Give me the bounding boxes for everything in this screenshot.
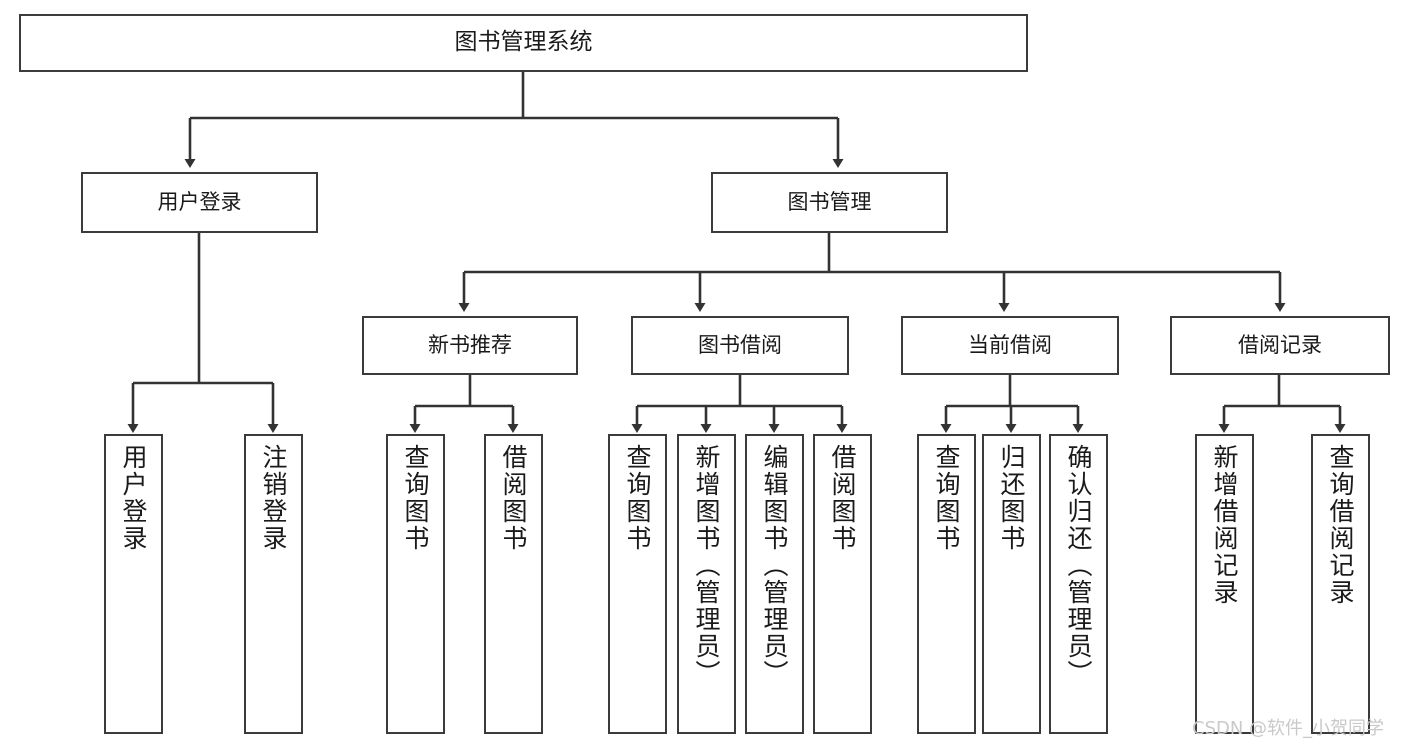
- leaf-query-book-2[interactable]: 查询图书: [608, 434, 667, 734]
- leaf-logout-login[interactable]: 注销登录: [244, 434, 303, 734]
- node-user-login[interactable]: 用户登录: [81, 172, 318, 233]
- leaf-logout-login-label: 注销登录: [259, 444, 288, 552]
- node-new-book-recommend-label: 新书推荐: [428, 332, 512, 357]
- leaf-add-record-label: 新增借阅记录: [1210, 444, 1239, 606]
- leaf-query-book-3[interactable]: 查询图书: [917, 434, 976, 734]
- leaf-add-book-label: 新增图书（管理员）: [692, 444, 721, 687]
- node-book-borrow[interactable]: 图书借阅: [631, 316, 849, 375]
- node-current-borrow[interactable]: 当前借阅: [901, 316, 1119, 375]
- leaf-query-book-2-label: 查询图书: [623, 444, 652, 552]
- leaf-confirm-return-label: 确认归还（管理员）: [1064, 444, 1093, 687]
- leaf-user-login-label: 用户登录: [119, 444, 148, 552]
- leaf-confirm-return[interactable]: 确认归还（管理员）: [1049, 434, 1108, 734]
- node-book-manage[interactable]: 图书管理: [711, 172, 948, 233]
- leaf-return-book[interactable]: 归还图书: [982, 434, 1041, 734]
- node-borrow-record-label: 借阅记录: [1238, 332, 1322, 357]
- node-root-system[interactable]: 图书管理系统: [19, 14, 1028, 72]
- leaf-query-book-1-label: 查询图书: [401, 444, 430, 552]
- node-user-login-label: 用户登录: [157, 189, 242, 214]
- leaf-query-record[interactable]: 查询借阅记录: [1311, 434, 1370, 734]
- node-book-borrow-label: 图书借阅: [698, 332, 782, 357]
- csdn-watermark: CSDN @软件_小贺同学: [1192, 718, 1385, 739]
- leaf-borrow-book-2[interactable]: 借阅图书: [813, 434, 872, 734]
- node-borrow-record[interactable]: 借阅记录: [1170, 316, 1390, 375]
- leaf-query-book-3-label: 查询图书: [932, 444, 961, 552]
- node-book-manage-label: 图书管理: [787, 189, 872, 214]
- node-current-borrow-label: 当前借阅: [968, 332, 1052, 357]
- leaf-edit-book[interactable]: 编辑图书（管理员）: [745, 434, 804, 734]
- leaf-query-book-1[interactable]: 查询图书: [386, 434, 445, 734]
- leaf-query-record-label: 查询借阅记录: [1326, 444, 1355, 606]
- leaf-borrow-book-2-label: 借阅图书: [828, 444, 857, 552]
- leaf-return-book-label: 归还图书: [997, 444, 1026, 552]
- leaf-user-login[interactable]: 用户登录: [104, 434, 163, 734]
- node-new-book-recommend[interactable]: 新书推荐: [362, 316, 578, 375]
- node-root-system-label: 图书管理系统: [454, 29, 593, 56]
- leaf-add-book[interactable]: 新增图书（管理员）: [677, 434, 736, 734]
- leaf-borrow-book-1[interactable]: 借阅图书: [484, 434, 543, 734]
- leaf-borrow-book-1-label: 借阅图书: [499, 444, 528, 552]
- leaf-add-record[interactable]: 新增借阅记录: [1195, 434, 1254, 734]
- leaf-edit-book-label: 编辑图书（管理员）: [760, 444, 789, 687]
